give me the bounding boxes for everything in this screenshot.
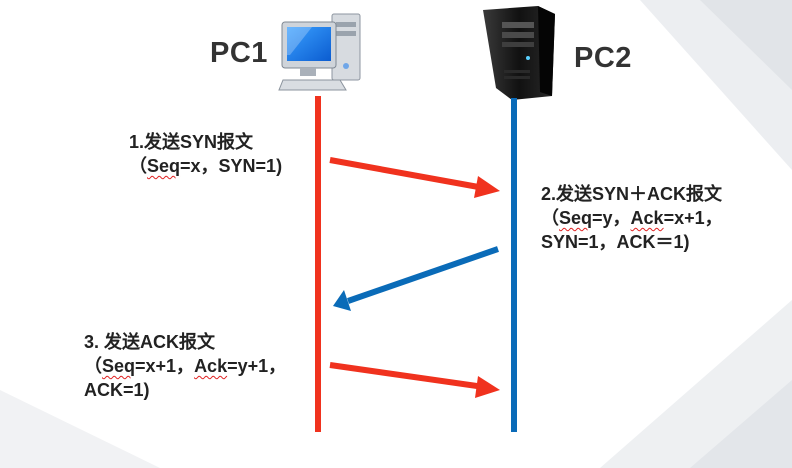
ack-params-text: （Seq=x+1，Ack=y+1，	[84, 356, 287, 376]
syn-ack-step-text: 2.发送SYN＋ACK报文	[541, 184, 723, 204]
syn-arrow	[329, 157, 500, 198]
syn-ack-params-text: （Seq=y，Ack=x+1，	[541, 208, 723, 228]
syn-step-text: 1.发送SYN报文	[129, 132, 254, 152]
ack-arrow	[329, 362, 500, 398]
syn-ack-arrow	[333, 246, 499, 311]
server-tower-icon	[483, 6, 555, 100]
syn-ack-flags-text: SYN=1，ACK＝1)	[541, 232, 690, 252]
pc2-label: PC2	[574, 42, 632, 74]
desktop-computer-icon	[276, 8, 366, 94]
ack-message-label: 3. 发送ACK报文 （Seq=x+1，Ack=y+1， ACK=1)	[84, 330, 286, 402]
ack-flags-text: ACK=1)	[84, 380, 150, 400]
syn-ack-message-label: 2.发送SYN＋ACK报文 （Seq=y，Ack=x+1， SYN=1，ACK＝…	[541, 182, 723, 254]
syn-message-label: 1.发送SYN报文 （Seq=x，SYN=1)	[129, 130, 282, 178]
pc1-label: PC1	[210, 37, 268, 69]
syn-params-text: （Seq=x，SYN=1)	[129, 156, 283, 176]
ack-step-text: 3. 发送ACK报文	[84, 332, 216, 352]
